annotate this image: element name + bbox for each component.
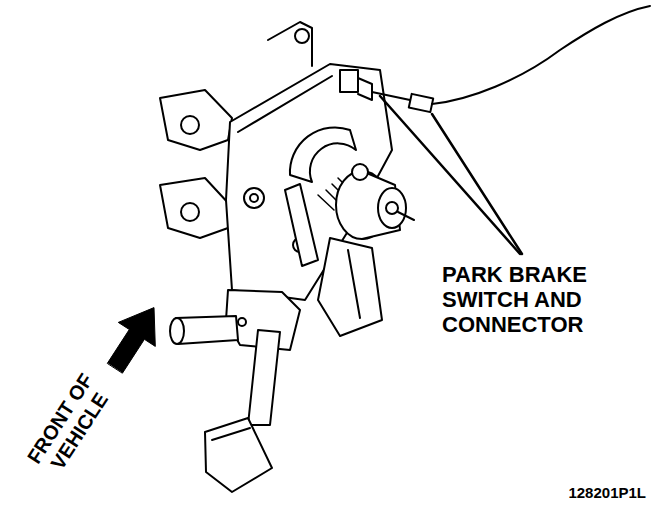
figure-code: 128201P1L [568,484,646,502]
callout-label: PARK BRAKE SWITCH AND CONNECTOR [442,262,632,337]
direction-label: FRONT OF VEHICLE [15,358,124,492]
